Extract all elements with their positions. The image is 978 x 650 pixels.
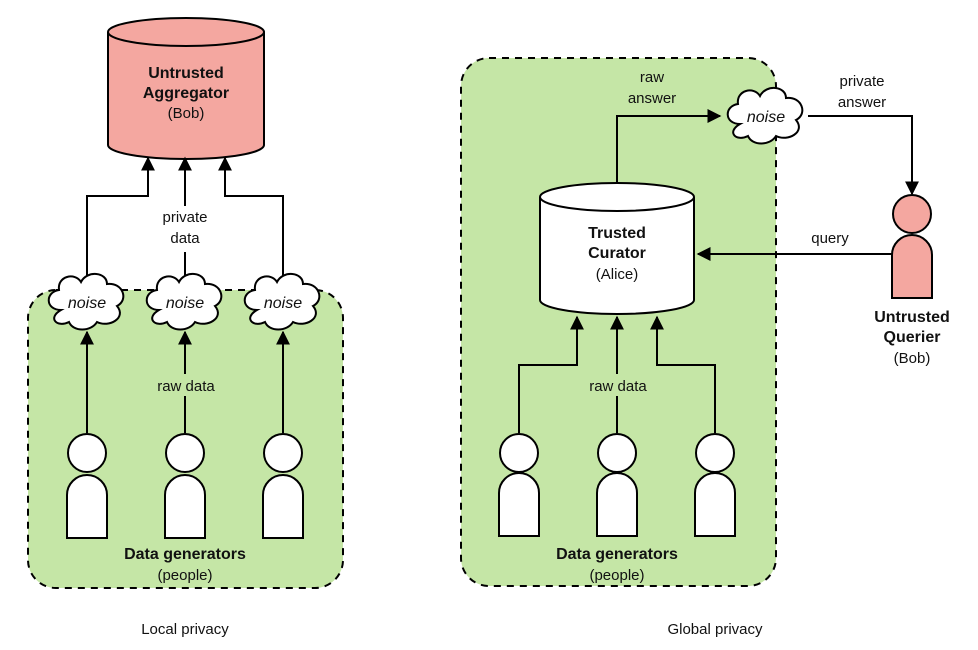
private-data-label-line1: private [162,209,207,226]
arrow-person1-to-curator [518,315,584,433]
arrow-person3-to-curator [650,315,716,433]
private-answer-label-line1: private [839,73,884,90]
curator-label-line3: (Alice) [596,266,639,283]
local-privacy-caption: Local privacy [141,621,229,638]
trusted-curator-database: Trusted Curator (Alice) [539,182,695,315]
arrow-noise-to-querier [808,115,919,196]
local-generators-title: Data generators [124,546,246,563]
person-icon [694,433,736,537]
arrow-noise3-to-aggregator [218,156,284,290]
global-privacy-caption: Global privacy [667,621,763,638]
private-data-label-line2: data [170,230,200,247]
querier-label-line3: (Bob) [894,350,931,367]
global-noise-cloud: noise [726,86,804,145]
aggregator-label-line2: Aggregator [143,85,229,102]
raw-answer-label-line1: raw [640,69,664,86]
untrusted-querier-person-icon [891,194,933,299]
aggregator-label-line1: Untrusted [148,65,224,82]
local-raw-data-label: raw data [157,378,215,395]
querier-label-line1: Untrusted [874,309,950,326]
person-icon [498,433,540,537]
raw-answer-label-line2: answer [628,90,676,107]
untrusted-aggregator-database: Untrusted Aggregator (Bob) [107,17,265,160]
querier-label-line2: Querier [884,329,941,346]
global-noise-label: noise [747,109,785,126]
noise-cloud-2: noise [145,272,223,331]
noise-label-3: noise [264,295,302,312]
local-generators-subtitle: (people) [157,567,212,584]
query-label: query [811,230,849,247]
noise-cloud-1: noise [47,272,125,331]
curator-label-line1: Trusted [588,225,646,242]
global-generators-subtitle: (people) [589,567,644,584]
person-icon [262,433,304,539]
aggregator-label-line3: (Bob) [168,105,205,122]
arrow-noise1-to-aggregator [86,156,155,290]
person-icon [66,433,108,539]
private-answer-label-line2: answer [838,94,886,111]
local-privacy-panel: Untrusted Aggregator (Bob) private data … [27,17,344,638]
global-raw-data-label: raw data [589,378,647,395]
curator-label-line2: Curator [588,245,646,262]
global-generators-title: Data generators [556,546,678,563]
noise-label-1: noise [68,295,106,312]
person-icon [164,433,206,539]
arrow-curator-to-noise [616,109,722,192]
noise-cloud-3: noise [243,272,321,331]
noise-label-2: noise [166,295,204,312]
global-privacy-panel: raw answer noise private answer Trusted … [460,57,950,638]
person-icon [596,433,638,537]
